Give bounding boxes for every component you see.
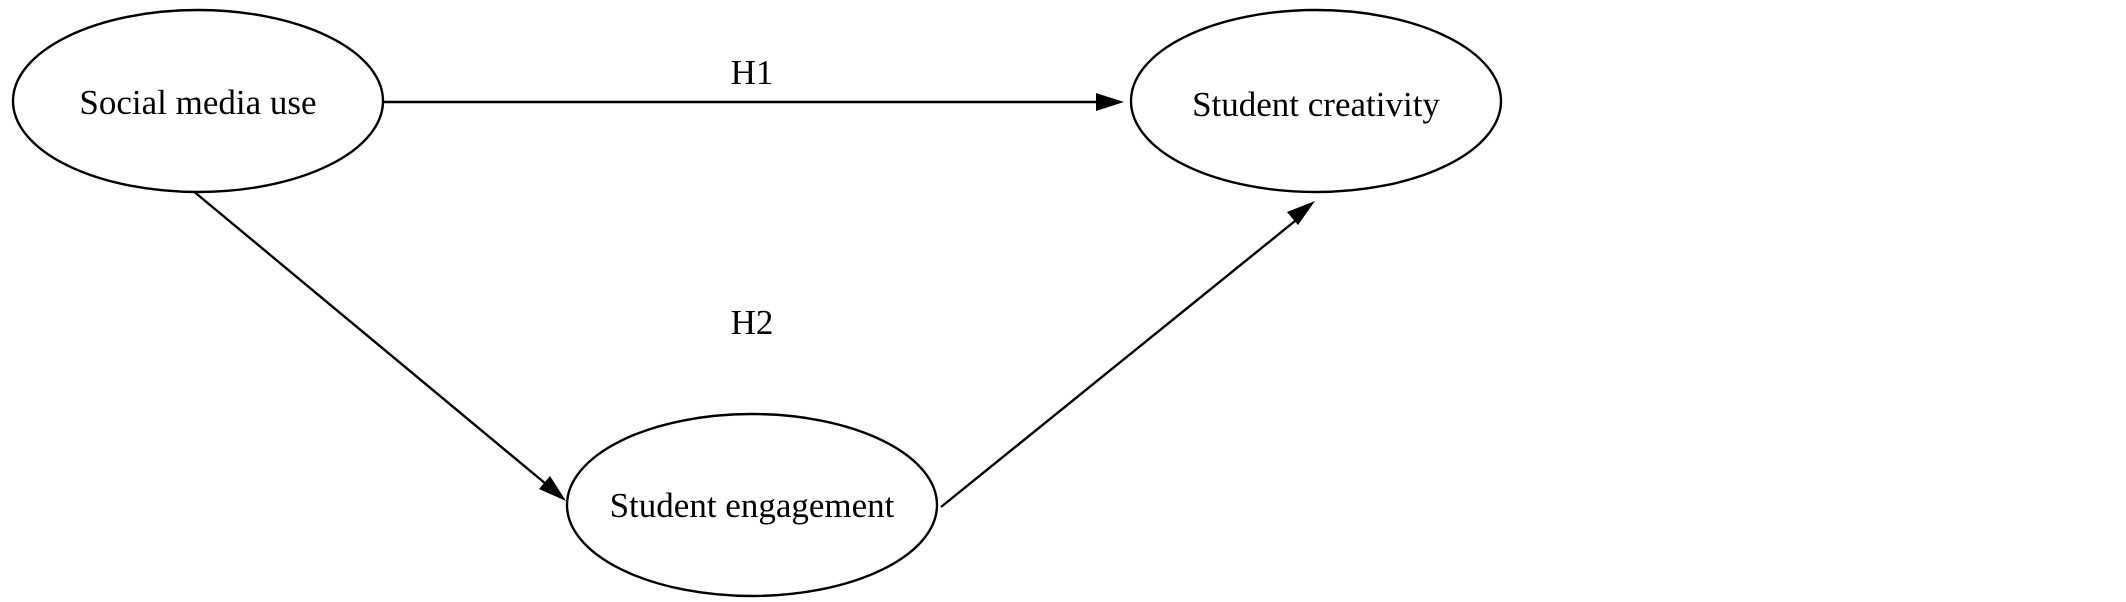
arrow-head-h1 <box>1096 93 1124 111</box>
node-student-engagement: Student engagement <box>565 412 939 598</box>
arrow-head-to-creativity <box>1287 201 1315 225</box>
node-shape-student-engagement <box>565 412 939 598</box>
node-shape-social-media-use <box>11 8 385 194</box>
edge-engagement-to-creativity <box>940 201 1315 508</box>
edge-social-media-to-creativity <box>383 93 1124 111</box>
edge-label-h1: H1 <box>731 53 774 92</box>
edge-social-media-to-engagement <box>191 189 566 501</box>
mediation-label-h2: H2 <box>731 303 774 342</box>
arrow-head-to-engagement <box>539 476 566 501</box>
node-shape-student-creativity <box>1129 8 1503 194</box>
node-social-media-use: Social media use <box>11 8 385 194</box>
node-student-creativity: Student creativity <box>1129 8 1503 194</box>
node-label-social-media-use: Social media use <box>79 83 316 122</box>
node-label-student-creativity: Student creativity <box>1192 85 1440 124</box>
node-label-student-engagement: Student engagement <box>610 486 895 525</box>
